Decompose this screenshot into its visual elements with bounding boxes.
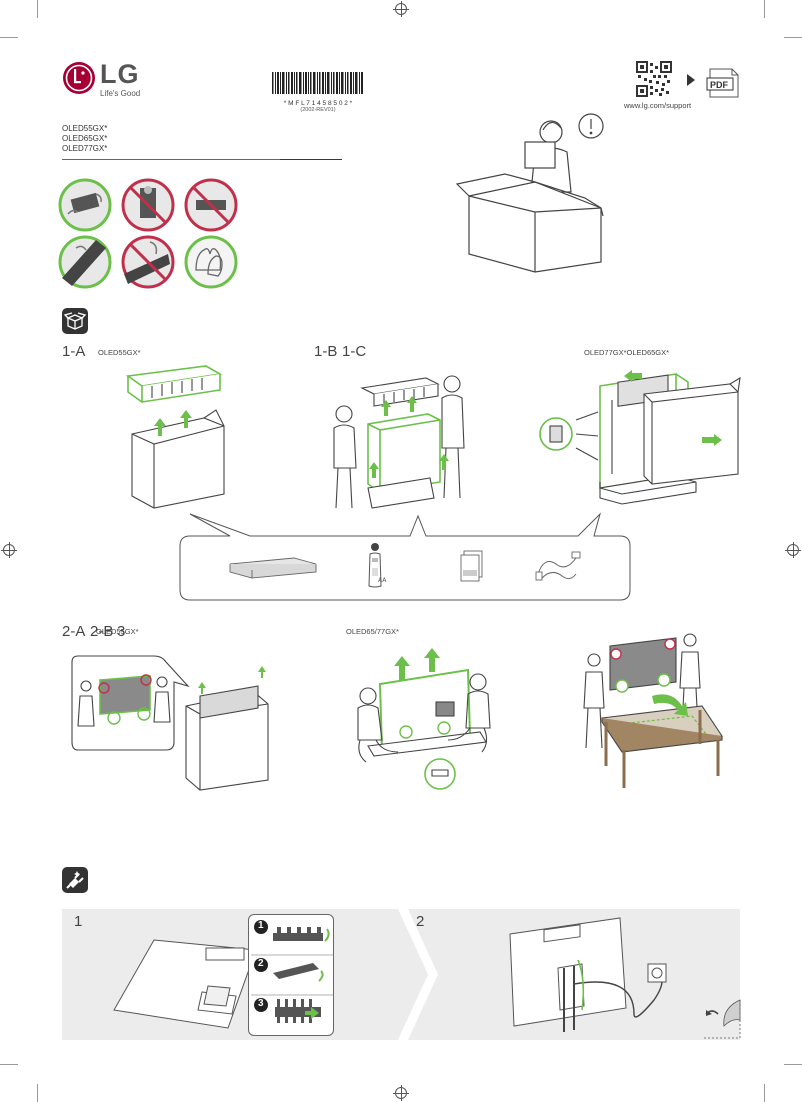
step-label: 3 [117,623,126,640]
crop-mark [764,0,765,18]
handling-warnings [58,178,238,290]
qr-code [636,61,672,97]
registration-mark [393,1,409,17]
step-label: 1 [74,913,83,930]
installation-section-icon [62,867,88,893]
tv-back-illustration [110,936,260,1032]
divider-line [62,159,280,160]
barcode: * M F L 7 1 4 5 8 5 0 2 * (2002-REV01) [272,72,364,113]
model-name: OLED77GX* [62,144,108,153]
remote-control-icon: AA [364,542,390,590]
step-label: 2 [416,913,425,930]
model-list: OLED55GX* OLED65GX* OLED77GX* [62,124,107,154]
sub-step-number: 1 [258,920,264,931]
support-url: www.lg.com/support [624,101,692,110]
registration-mark [1,542,17,558]
unboxing-section-icon [62,308,88,334]
crop-mark [37,1084,38,1102]
tv-power-connection-illustration [500,914,700,1036]
tv-removal-illustration-55 [70,652,282,794]
step-chevron [398,909,438,1040]
pdf-label: PDF [710,80,728,90]
manual-documents-icon [460,550,484,582]
sub-step-number: 3 [258,998,264,1009]
model-name: OLED55GX* [62,124,108,133]
model-name: OLED65GX* [62,134,108,143]
step-label: 1-A [62,343,86,360]
two-person-box-lift-illustration [328,372,468,514]
crop-mark [784,1064,802,1065]
page-turn-icon [702,996,742,1040]
cover-assembly-steps: 1 2 3 [248,914,334,1036]
model-label: OLED55GX* [98,348,141,357]
crop-mark [0,1064,18,1065]
lg-wordmark: LG [100,59,140,89]
power-cable-icon [534,550,582,582]
model-label: OLED77GX*OLED65GX* [584,348,670,357]
side-open-box-illustration [534,364,744,510]
accessories-callout [176,512,634,602]
registration-mark [785,542,801,558]
sub-step-number: 2 [258,958,264,969]
registration-mark [393,1085,409,1101]
crop-mark [37,0,38,18]
model-label: OLED55GX* [96,627,139,636]
step-label: 2-B [90,623,114,640]
crop-mark [764,1084,765,1102]
step-label: 2-A [62,623,86,640]
lg-logo: LG Life's Good [62,59,152,101]
step-label: 1-C [342,343,367,360]
arrow-right-icon [687,74,695,86]
box-lift-illustration [120,362,230,512]
crop-mark [784,37,802,38]
pdf-document-icon: PDF [706,68,740,98]
accessory-cushion [226,556,318,582]
crop-mark [0,37,18,38]
barcode-code: (2002-REV01) [300,107,336,113]
person-unboxing-illustration [455,112,605,282]
divider-line-accent [280,159,342,160]
step-label: 1-B [314,343,338,360]
barcode-text: * M F L 7 1 4 5 8 5 0 2 * [283,100,353,107]
lg-tagline: Life's Good [100,89,141,98]
tv-removal-illustration-65-77 [348,642,500,792]
svg-text:AA: AA [378,577,387,584]
model-label: OLED65/77GX* [346,627,399,636]
tv-on-table-illustration [578,626,726,792]
